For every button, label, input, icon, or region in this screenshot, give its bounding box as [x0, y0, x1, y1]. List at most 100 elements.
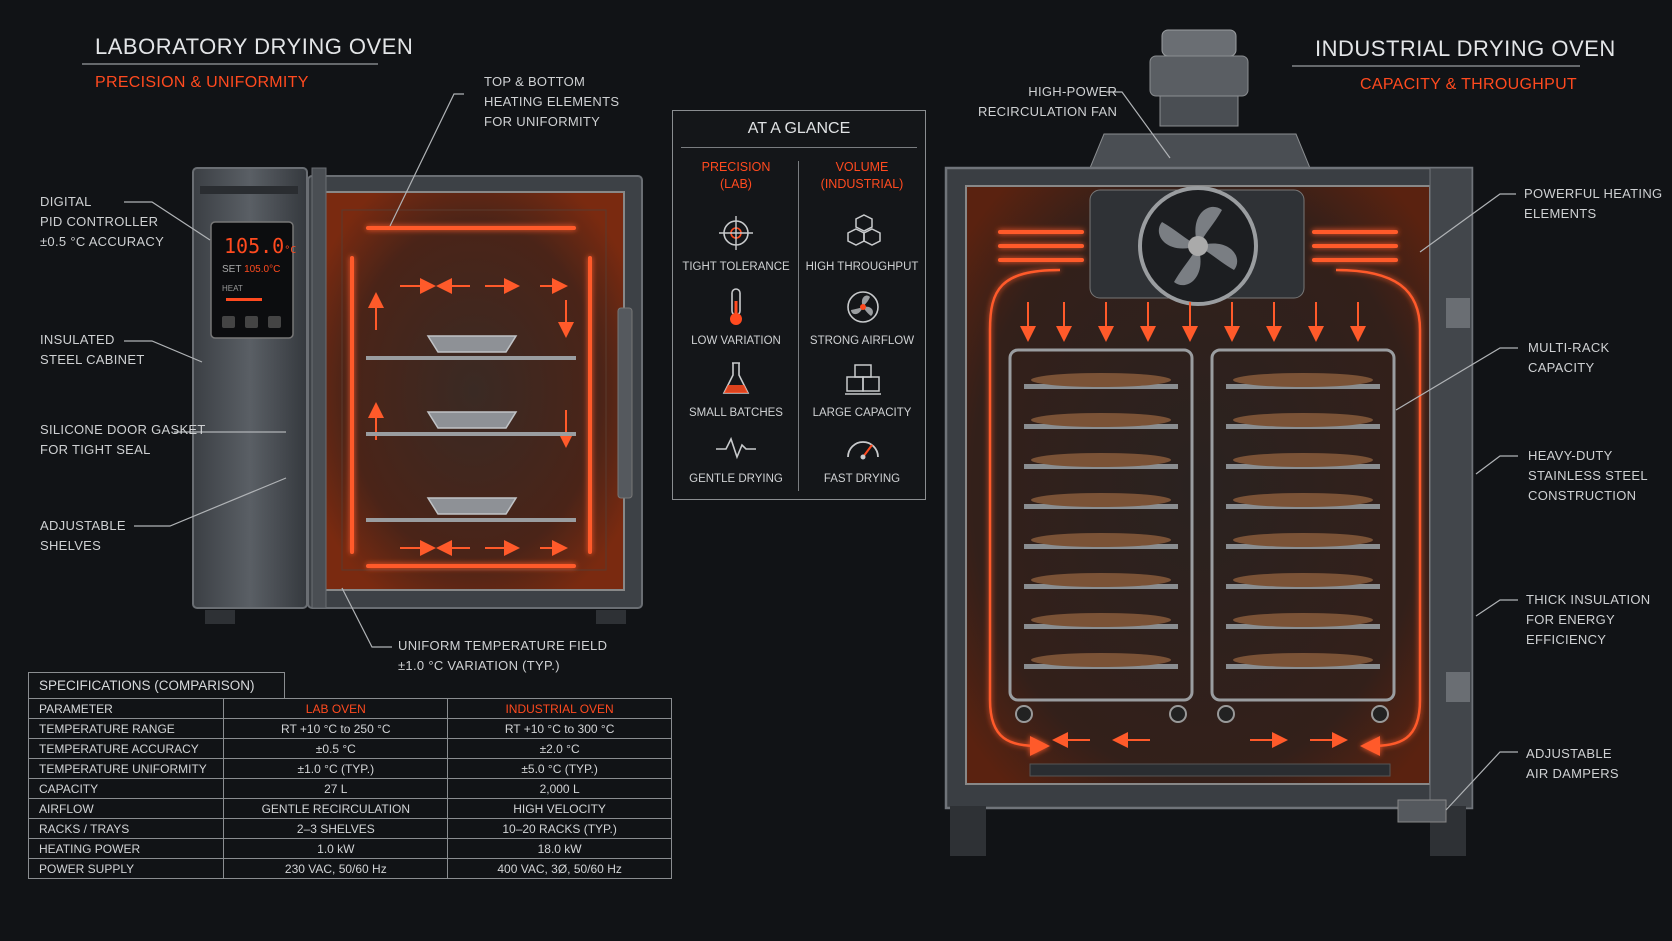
gauge-icon [847, 441, 879, 460]
spec-industrial-cell: 18.0 kW [447, 838, 672, 859]
tray-product [1031, 373, 1171, 387]
pulse-icon [716, 436, 756, 460]
spec-parameter-cell: TEMPERATURE UNIFORMITY [27, 758, 225, 779]
pid-controller-display [210, 221, 294, 339]
glance-left-heading: PRECISION (LAB) [701, 160, 771, 191]
glance-left-item: SMALL BATCHES [689, 407, 783, 419]
spec-lab-cell: ±0.5 °C [223, 738, 449, 759]
tray-product [1233, 493, 1373, 507]
spec-lab-cell: 1.0 kW [223, 838, 449, 859]
spec-header-industrial: INDUSTRIAL OVEN [447, 698, 672, 719]
callout-recirculation-fan: HIGH-POWER RECIRCULATION FAN [978, 84, 1118, 119]
display-temp-value: 105.0 [224, 234, 285, 258]
spec-lab-cell: 2–3 SHELVES [223, 818, 449, 839]
tray-product [1031, 453, 1171, 467]
spec-industrial-cell: 10–20 RACKS (TYP.) [447, 818, 672, 839]
spec-lab-cell: 27 L [223, 778, 449, 799]
lab-oven [192, 167, 643, 624]
tray-product [1233, 533, 1373, 547]
spec-header-parameter: PARAMETER [27, 698, 225, 719]
callout-heating-elements: TOP & BOTTOM HEATING ELEMENTS FOR UNIFOR… [484, 74, 620, 129]
spec-industrial-cell: ±5.0 °C (TYP.) [447, 758, 672, 779]
callout-uniform-field: UNIFORM TEMPERATURE FIELD ±1.0 °C VARIAT… [398, 638, 608, 673]
fan-icon [847, 291, 879, 323]
tray-product [1031, 653, 1171, 667]
thermometer-icon [730, 288, 742, 325]
spec-parameter-cell: RACKS / TRAYS [27, 818, 225, 839]
tray-product [1233, 573, 1373, 587]
spec-header-lab: LAB OVEN [223, 698, 449, 719]
callout-heating-power: POWERFUL HEATING ELEMENTS [1524, 186, 1663, 221]
spec-parameter-cell: HEATING POWER [27, 838, 225, 859]
glance-left-item: GENTLE DRYING [689, 473, 783, 485]
air-damper [1397, 799, 1447, 823]
industrial-oven [944, 29, 1474, 856]
glance-title: AT A GLANCE [747, 120, 851, 137]
spec-industrial-cell: 400 VAC, 3Ø, 50/60 Hz [447, 858, 672, 879]
lab-subtitle: PRECISION & UNIFORMITY [95, 74, 309, 91]
tray-product [1233, 453, 1373, 467]
glance-right-item: LARGE CAPACITY [812, 407, 912, 419]
spec-industrial-cell: RT +10 °C to 300 °C [447, 718, 672, 739]
spec-industrial-cell: 2,000 L [447, 778, 672, 799]
lab-heating-elements [350, 226, 592, 568]
spec-industrial-cell: ±2.0 °C [447, 738, 672, 759]
spec-lab-cell: ±1.0 °C (TYP.) [223, 758, 449, 779]
glance-right-column: VOLUME (INDUSTRIAL) [799, 159, 925, 193]
spec-parameter-cell: TEMPERATURE RANGE [27, 718, 225, 739]
spec-caption: SPECIFICATIONS (COMPARISON) [28, 672, 285, 698]
display-setpoint: SET 105.0°C [222, 264, 280, 275]
callout-adjustable-shelves: ADJUSTABLE SHELVES [40, 518, 126, 553]
tray-product [1233, 413, 1373, 427]
spec-parameter-cell: AIRFLOW [27, 798, 225, 819]
at-a-glance-panel: AT A GLANCE PRECISION (LAB) VOLUME (INDU… [672, 110, 926, 500]
table-row: TEMPERATURE UNIFORMITY±1.0 °C (TYP.)±5.0… [27, 758, 672, 779]
industrial-title: INDUSTRIAL DRYING OVEN [1315, 36, 1616, 61]
lab-shelves [366, 356, 576, 522]
industrial-subtitle: CAPACITY & THROUGHPUT [1360, 76, 1577, 93]
spec-lab-cell: GENTLE RECIRCULATION [223, 798, 449, 819]
callout-door-gasket: SILICONE DOOR GASKET FOR TIGHT SEAL [40, 422, 206, 457]
rack-left [1008, 348, 1194, 702]
tray-product [1031, 413, 1171, 427]
spec-lab-cell: 230 VAC, 50/60 Hz [223, 858, 449, 879]
glance-right-item: FAST DRYING [823, 473, 901, 485]
display-temp-unit: °C [284, 245, 297, 256]
callout-multi-rack: MULTI-RACK CAPACITY [1528, 340, 1610, 375]
display-heat-label: HEAT [222, 284, 243, 293]
callout-insulated-cabinet: INSULATED STEEL CABINET [40, 332, 145, 367]
glance-right-item: HIGH THROUGHPUT [805, 261, 919, 273]
boxes-icon [845, 364, 881, 395]
callout-thick-insulation: THICK INSULATION FOR ENERGY EFFICIENCY [1526, 592, 1651, 647]
rack-trays [1024, 373, 1380, 669]
tray-product [1233, 613, 1373, 627]
spec-parameter-cell: POWER SUPPLY [27, 858, 225, 879]
tray-product [1031, 573, 1171, 587]
glance-left-item: TIGHT TOLERANCE [682, 261, 790, 273]
tray-product [1233, 373, 1373, 387]
callout-air-dampers: ADJUSTABLE AIR DAMPERS [1526, 746, 1619, 781]
setpoint-value: 105.0°C [244, 264, 281, 275]
spec-parameter-cell: TEMPERATURE ACCURACY [27, 738, 225, 759]
glance-left-item: LOW VARIATION [691, 335, 781, 347]
tray-product [1031, 613, 1171, 627]
lab-title: LABORATORY DRYING OVEN [95, 34, 414, 59]
cubes-icon [847, 214, 881, 246]
tray-product [1233, 653, 1373, 667]
crosshair-icon [719, 216, 753, 250]
flask-icon [722, 362, 750, 394]
industrial-heating-elements [998, 230, 1398, 262]
spec-parameter-cell: CAPACITY [27, 778, 225, 799]
lab-oven-chamber [323, 191, 625, 591]
rack-right [1210, 348, 1396, 702]
display-temperature: 105.0°C [224, 234, 296, 258]
callout-stainless-steel: HEAVY-DUTY STAINLESS STEEL CONSTRUCTION [1528, 448, 1648, 503]
